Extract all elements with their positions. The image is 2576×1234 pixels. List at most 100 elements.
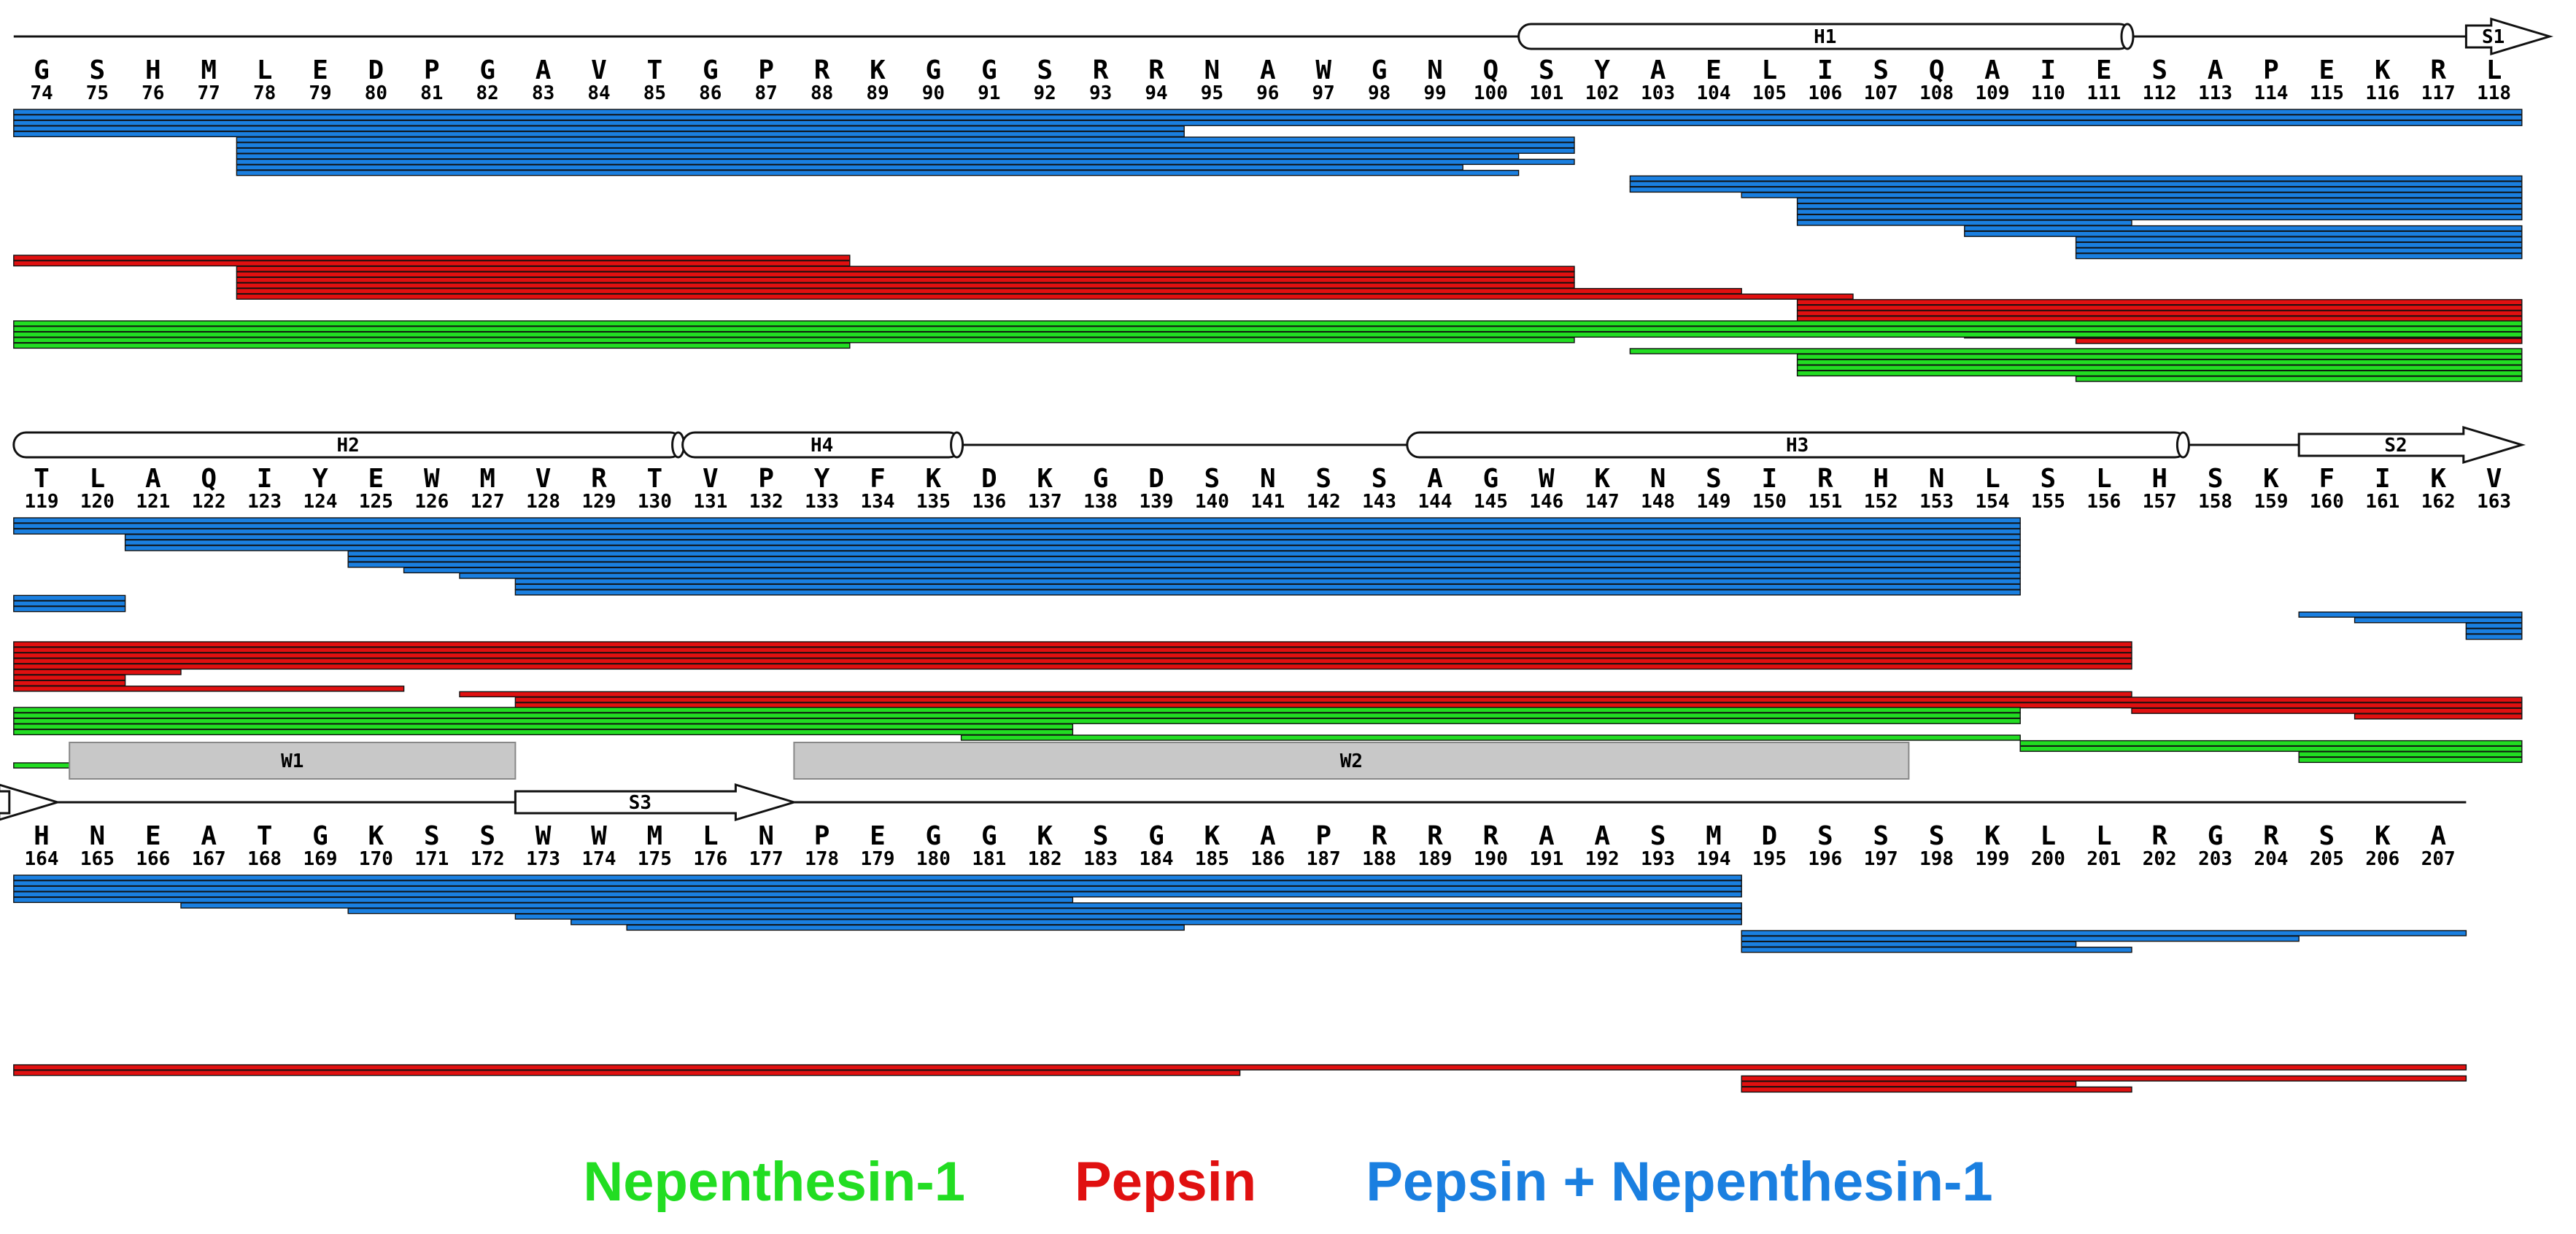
residue-letter: A <box>1260 55 1276 85</box>
peptide-bar-both <box>626 924 1185 931</box>
residue-letter: L <box>1984 464 2000 494</box>
peptide-bar-nepenthesin <box>960 734 2021 741</box>
residue-letter: T <box>647 464 663 494</box>
residue-number: 172 <box>471 848 505 870</box>
residue-number: 161 <box>2365 491 2399 513</box>
peptide-bar-pepsin <box>1741 1081 2077 1087</box>
residue-number: 111 <box>2086 82 2121 104</box>
strand-S3 <box>514 783 798 822</box>
residue-number: 104 <box>1697 82 1731 104</box>
residue-letter: E <box>312 55 328 85</box>
residue-letter: R <box>1372 821 1388 851</box>
peptide-bar-both <box>124 534 2021 540</box>
peptide-bar-both <box>236 164 1463 171</box>
peptide-bar-both <box>1629 186 2523 193</box>
residue-number: 202 <box>2143 848 2177 870</box>
residue-number: 96 <box>1256 82 1279 104</box>
residue-letter: S <box>2151 55 2167 85</box>
helix-end <box>2175 431 2190 459</box>
residue-number: 139 <box>1140 491 1174 513</box>
residue-number: 120 <box>80 491 115 513</box>
strand-S2 <box>2297 425 2526 465</box>
strand-label: S3 <box>629 792 651 814</box>
residue-number: 168 <box>247 848 282 870</box>
residue-number: 137 <box>1028 491 1062 513</box>
residue-letter: T <box>647 55 663 85</box>
peptide-bar-both <box>13 517 2021 524</box>
residue-number: 112 <box>2143 82 2177 104</box>
peptide-bar-both <box>236 153 1520 160</box>
helix-label: H3 <box>1786 435 1809 457</box>
residue-letter: H <box>34 821 50 851</box>
residue-number: 74 <box>30 82 53 104</box>
peptide-bar-both <box>2465 633 2523 640</box>
residue-number: 151 <box>1808 491 1842 513</box>
peptide-bar-both <box>2298 611 2523 618</box>
legend-both: Pepsin + Nepenthesin-1 <box>1366 1150 1993 1213</box>
peptide-bar-both <box>1964 230 2523 237</box>
residue-number: 119 <box>25 491 59 513</box>
residue-number: 76 <box>142 82 164 104</box>
residue-letter: W <box>535 821 552 851</box>
residue-letter: N <box>1427 55 1443 85</box>
residue-number: 113 <box>2198 82 2232 104</box>
peptide-bar-nepenthesin <box>2298 751 2523 758</box>
residue-letter: G <box>1093 464 1109 494</box>
peptide-bar-both <box>2075 252 2523 260</box>
peptide-bar-nepenthesin <box>1796 359 2523 365</box>
region-label: W2 <box>1340 750 1363 772</box>
residue-number: 97 <box>1312 82 1335 104</box>
residue-letter: I <box>2375 464 2391 494</box>
peptide-bar-both <box>2465 622 2523 629</box>
residue-number: 157 <box>2143 491 2177 513</box>
residue-letter: H <box>145 55 161 85</box>
residue-letter: K <box>2375 55 2391 85</box>
residue-number: 108 <box>1919 82 1954 104</box>
residue-number: 146 <box>1529 491 1563 513</box>
peptide-bar-pepsin <box>13 663 2132 670</box>
peptide-bar-both <box>2075 236 2523 243</box>
residue-number: 186 <box>1250 848 1285 870</box>
residue-letter: M <box>1706 821 1722 851</box>
helix-label: H2 <box>337 435 360 457</box>
residue-letter: K <box>926 464 942 494</box>
residue-letter: R <box>1093 55 1109 85</box>
residue-letter: N <box>1929 464 1945 494</box>
residue-letter: S <box>1706 464 1722 494</box>
residue-number: 179 <box>861 848 895 870</box>
residue-number: 203 <box>2198 848 2232 870</box>
residue-letter: A <box>1427 464 1443 494</box>
peptide-bar-nepenthesin <box>13 337 1575 344</box>
residue-letter: W <box>1315 55 1331 85</box>
residue-number: 207 <box>2421 848 2456 870</box>
residue-number: 115 <box>2310 82 2344 104</box>
residue-number: 88 <box>811 82 833 104</box>
peptide-bar-both <box>13 109 2523 115</box>
residue-number: 93 <box>1089 82 1112 104</box>
residue-number: 156 <box>2086 491 2121 513</box>
helix-label: H1 <box>1814 26 1836 48</box>
residue-number: 136 <box>972 491 1006 513</box>
residue-letter: R <box>1427 821 1443 851</box>
residue-number: 131 <box>693 491 727 513</box>
strand-cont <box>0 783 62 821</box>
peptide-bar-both <box>13 528 2021 535</box>
residue-number: 160 <box>2310 491 2344 513</box>
residue-letter: A <box>1650 55 1666 85</box>
residue-number: 188 <box>1362 848 1396 870</box>
residue-number: 117 <box>2421 82 2456 104</box>
residue-number: 124 <box>303 491 338 513</box>
peptide-bar-pepsin <box>2353 713 2523 720</box>
residue-letter: S <box>90 55 106 85</box>
residue-number: 79 <box>309 82 331 104</box>
legend-pepsin: Pepsin <box>1075 1150 1257 1213</box>
residue-number: 125 <box>359 491 393 513</box>
residue-letter: R <box>1817 464 1833 494</box>
residue-letter: S <box>1372 464 1388 494</box>
residue-number: 191 <box>1529 848 1563 870</box>
peptide-bar-both <box>13 131 1185 138</box>
residue-letter: L <box>257 55 273 85</box>
residue-letter: A <box>1984 55 2000 85</box>
residue-letter: G <box>926 821 942 851</box>
residue-number: 90 <box>922 82 945 104</box>
